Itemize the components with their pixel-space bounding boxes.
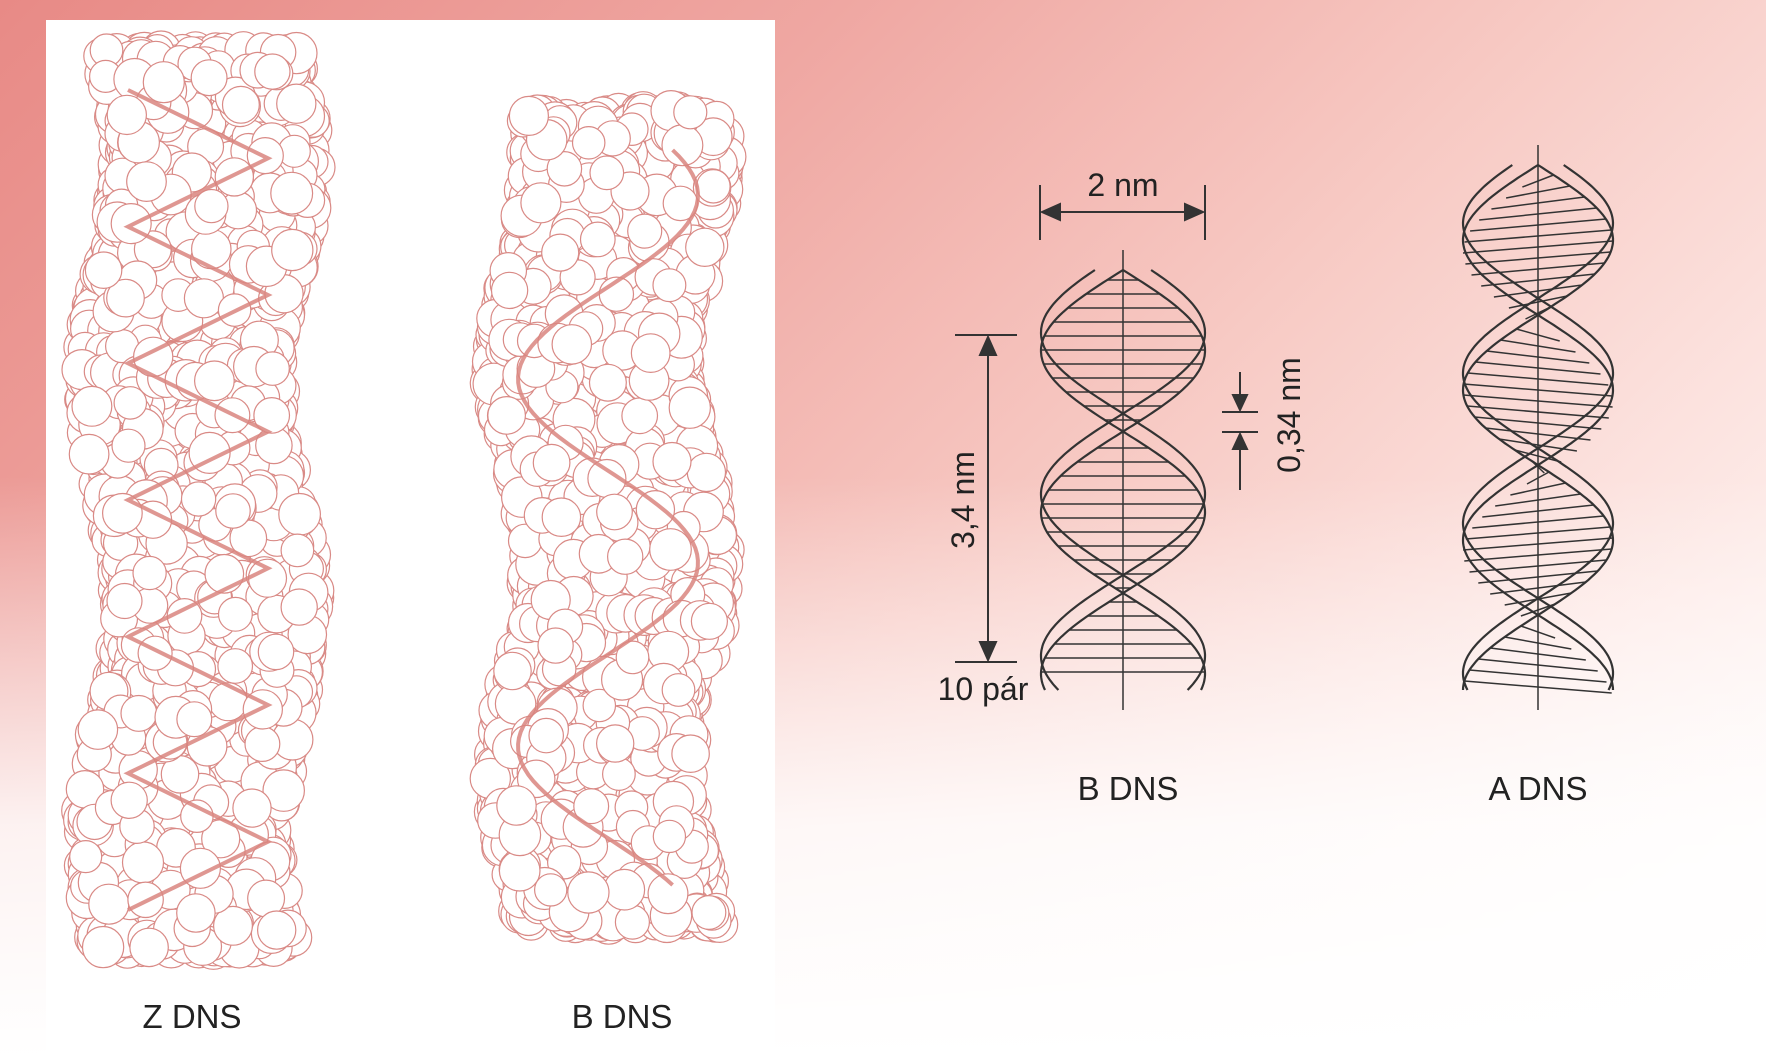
- a-dna-helix-diagram: [1463, 145, 1613, 710]
- z-dns-label: Z DNS: [143, 998, 242, 1035]
- pairs-label: 10 pár: [938, 671, 1029, 707]
- width-label: 2 nm: [1087, 167, 1158, 203]
- pitch-label: 3,4 nm: [945, 451, 981, 549]
- b-dns-model-label: B DNS: [572, 998, 673, 1035]
- atom-spheres: [470, 91, 746, 945]
- b-dna-helix-diagram: [1041, 250, 1205, 710]
- a-dns-label: A DNS: [1488, 770, 1587, 807]
- atom-spheres: [62, 31, 335, 969]
- rise-dimension: [1222, 372, 1258, 490]
- z-dna-space-filling-model: [62, 31, 335, 969]
- b-dns-diagram-label: B DNS: [1078, 770, 1179, 807]
- b-dna-space-filling-model: [470, 91, 746, 945]
- rise-label: 0,34 nm: [1271, 357, 1307, 473]
